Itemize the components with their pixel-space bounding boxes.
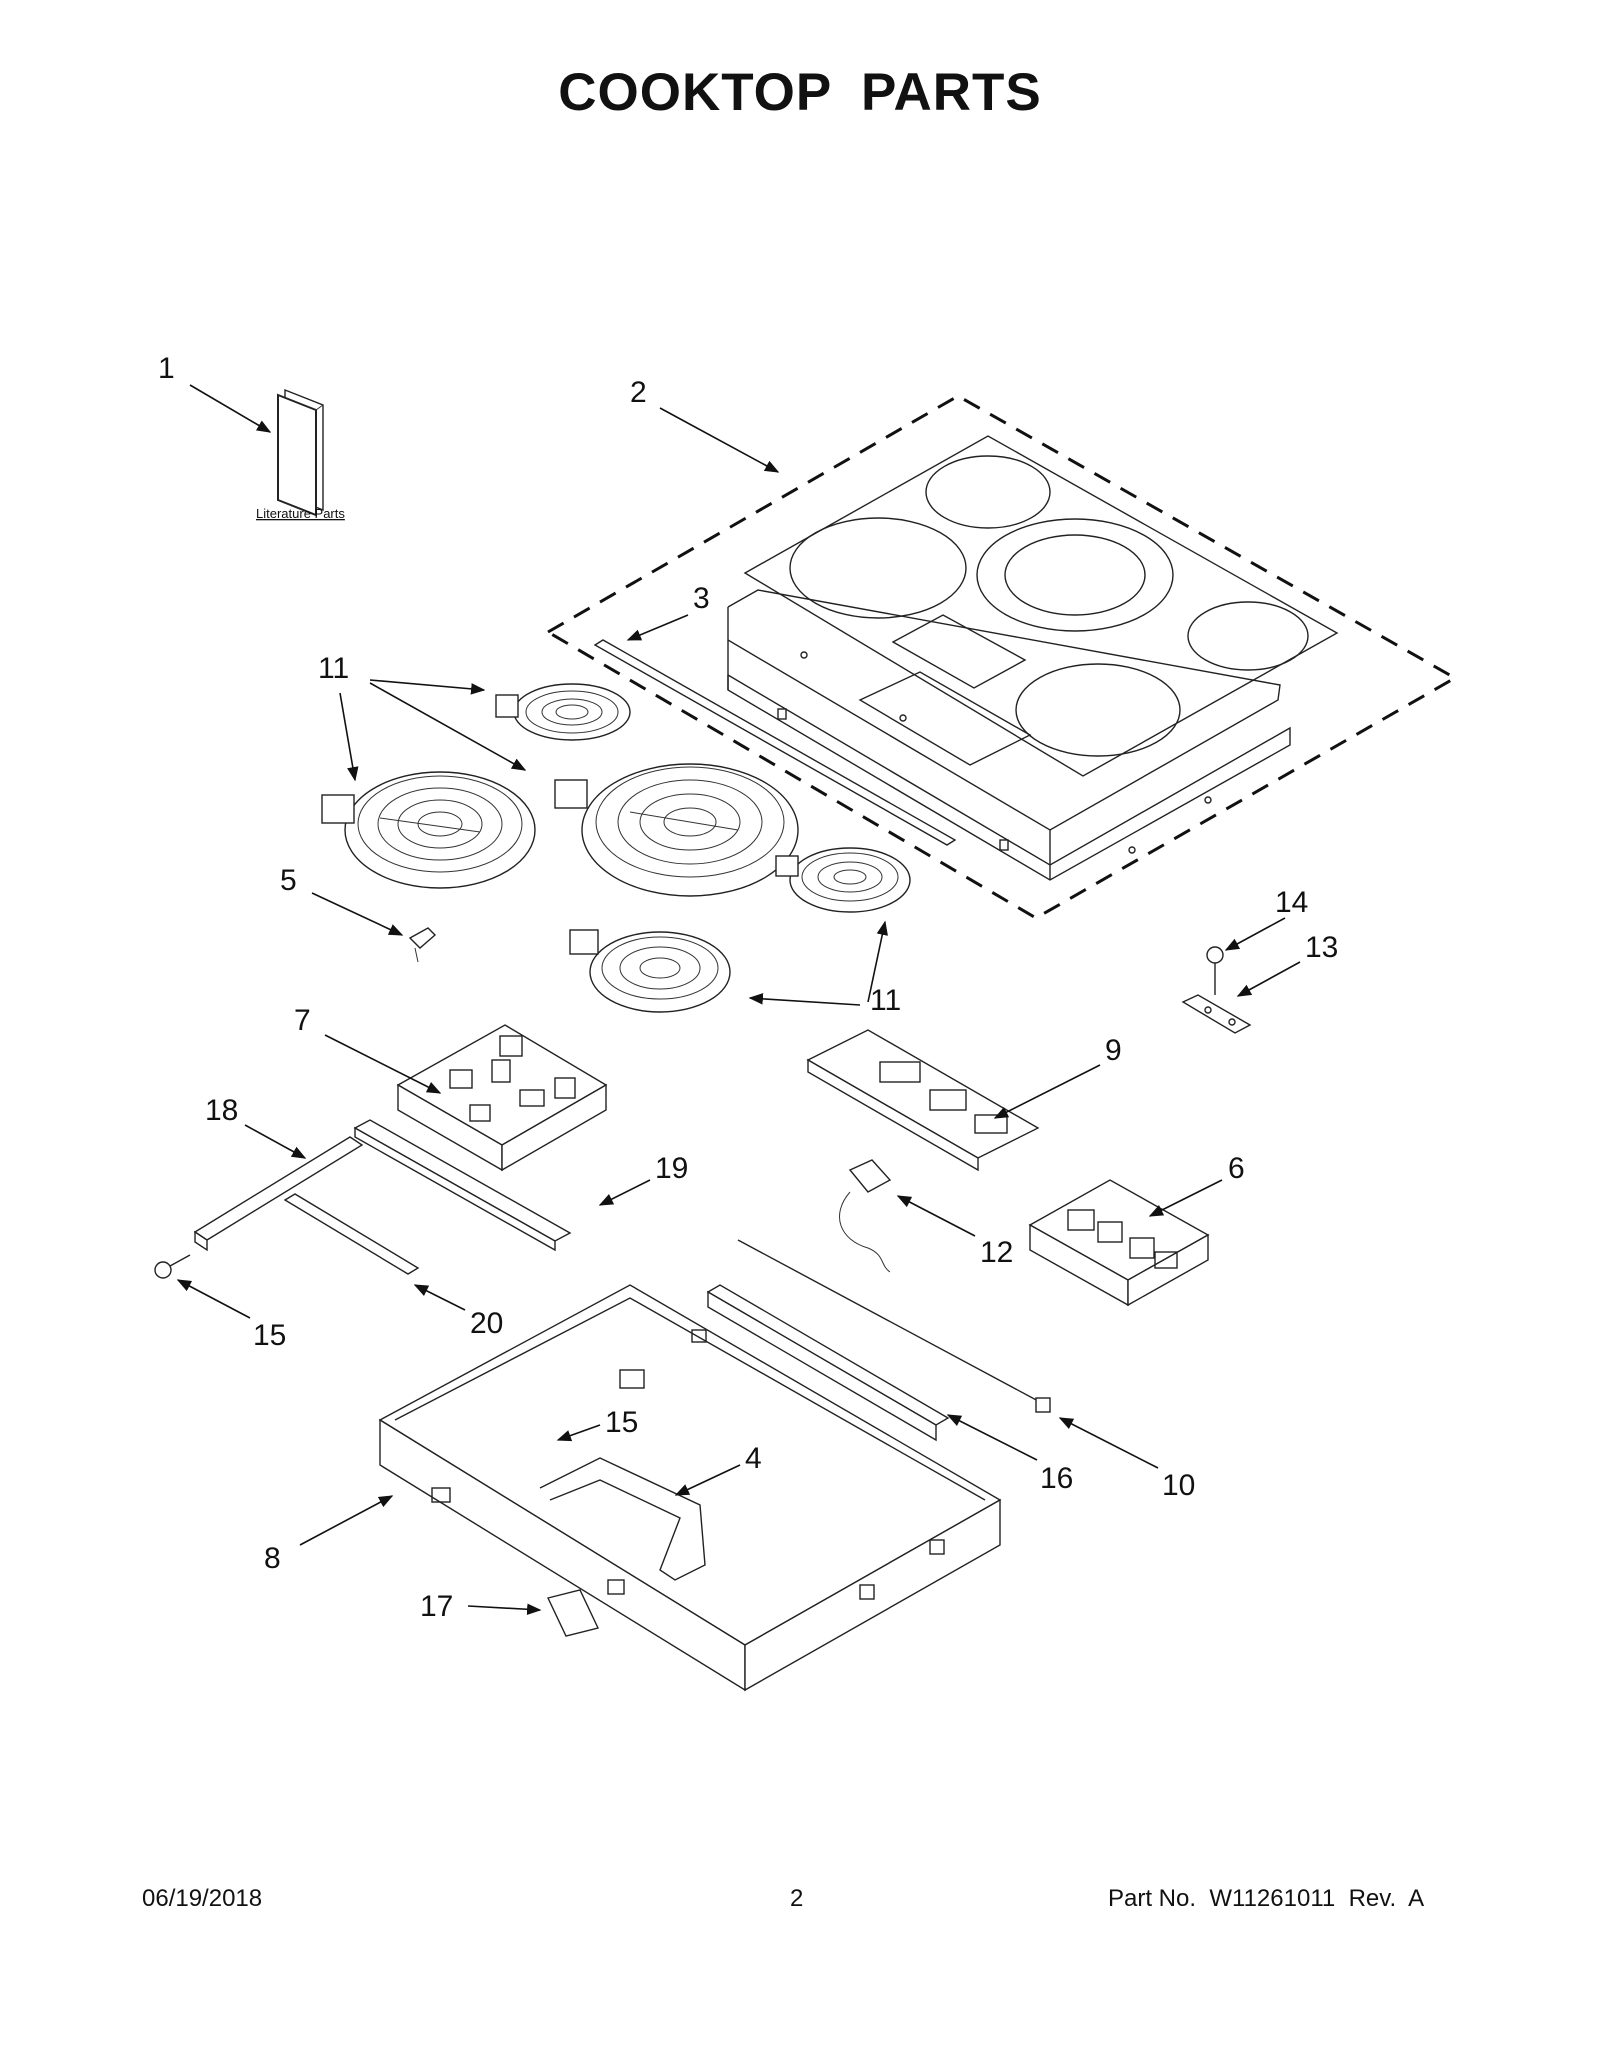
- callout-2: 2: [630, 376, 647, 409]
- callout-19: 19: [655, 1152, 688, 1185]
- callout-15-box: 15: [605, 1406, 638, 1439]
- part-wire-harness: [737, 1239, 1051, 1413]
- callout-8: 8: [264, 1542, 281, 1575]
- part-rail-top: [353, 1119, 572, 1252]
- callout-numbers: 1 2 3 11 11 5 7 9 14 13 6 12 18 19 15 20…: [158, 352, 1338, 1623]
- part-control-board-left: [396, 1024, 608, 1172]
- part-rail-front: [193, 1136, 364, 1252]
- callout-1: 1: [158, 352, 175, 385]
- callout-13: 13: [1305, 931, 1338, 964]
- callout-12: 12: [980, 1236, 1013, 1269]
- part-burner-box: [378, 1284, 1002, 1692]
- callout-15-left: 15: [253, 1319, 286, 1352]
- callout-5: 5: [280, 864, 297, 897]
- callout-18: 18: [205, 1094, 238, 1127]
- part-literature-booklet: [277, 388, 324, 517]
- part-limiter-clip: [408, 927, 437, 963]
- part-control-board-right: [806, 1029, 1040, 1172]
- part-cooktop-glass: [743, 435, 1339, 777]
- part-terminal-cover: [547, 1579, 625, 1637]
- callout-11-top: 11: [318, 652, 349, 685]
- part-radiant-element-small-right: [775, 847, 911, 913]
- part-radiant-element-large-left: [321, 771, 536, 889]
- part-relay-board: [1028, 1179, 1210, 1307]
- part-radiant-element-medium-bottom: [569, 929, 731, 1013]
- footer-date: 06/19/2018: [142, 1885, 263, 1912]
- callout-3: 3: [693, 582, 710, 615]
- callout-14: 14: [1275, 886, 1308, 919]
- leader-lines: [176, 384, 1301, 1616]
- callout-7: 7: [294, 1004, 311, 1037]
- callout-4: 4: [745, 1442, 762, 1475]
- callout-6: 6: [1228, 1152, 1245, 1185]
- footer-part-number: Part No. W11261011 Rev. A: [1108, 1885, 1425, 1912]
- callout-9: 9: [1105, 1034, 1122, 1067]
- footer-page-number: 2: [790, 1885, 804, 1912]
- part-mounting-bracket: [1181, 994, 1252, 1034]
- callout-10: 10: [1162, 1469, 1195, 1502]
- part-bracket-screw: [1206, 946, 1224, 995]
- part-radiant-element-small-top: [495, 683, 631, 741]
- part-rail-cross: [283, 1193, 420, 1275]
- cooktop-assembly-boundary: [545, 394, 1459, 920]
- callout-17: 17: [420, 1590, 453, 1623]
- literature-parts-label: Literature Parts: [256, 506, 345, 521]
- part-cooktop-frame: [727, 589, 1291, 881]
- callout-11-bottom: 11: [870, 984, 901, 1017]
- part-box-bracket: [539, 1457, 706, 1581]
- callout-16: 16: [1040, 1462, 1073, 1495]
- part-screw-left: [154, 1254, 191, 1279]
- part-hot-surface-sensor: [839, 1159, 892, 1273]
- part-trim-strip: [593, 639, 957, 846]
- part-radiant-element-large-center: [554, 763, 799, 897]
- page-title: COOKTOP PARTS: [558, 63, 1042, 122]
- callout-20: 20: [470, 1307, 503, 1340]
